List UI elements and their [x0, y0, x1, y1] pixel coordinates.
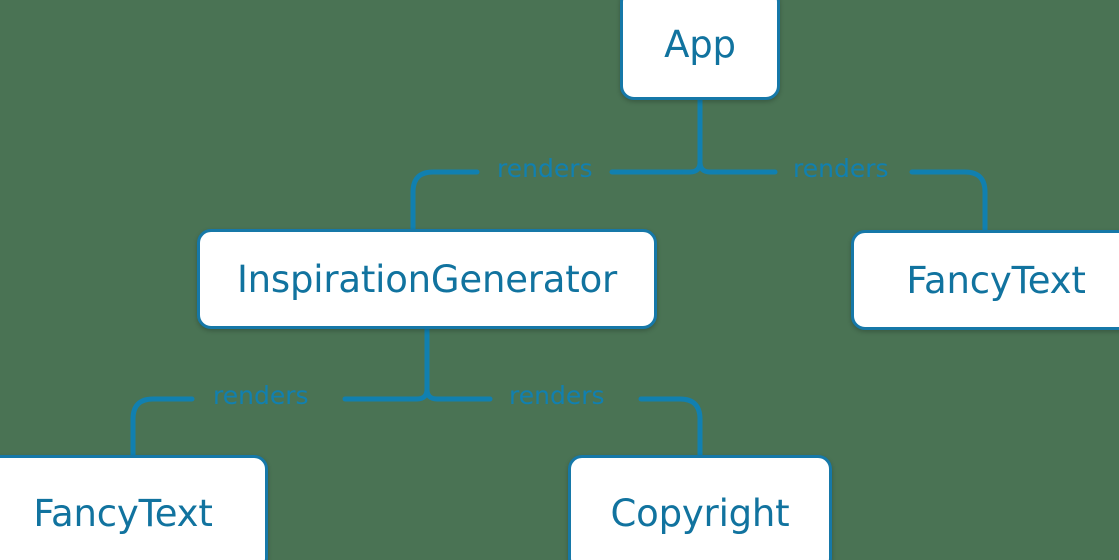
edge-label-app-inspiration-generator: renders	[497, 154, 593, 183]
edge-ig-fancy-left-split	[404, 386, 430, 402]
node-copyright-label: Copyright	[610, 492, 790, 535]
edge-app-fancy-right-split	[697, 159, 723, 175]
node-fancy-text-left-label: FancyText	[33, 492, 213, 535]
edge-app-fancy-run-b	[909, 169, 988, 233]
node-fancy-text-right[interactable]: FancyText	[851, 230, 1119, 330]
edge-app-inspgen-run-b	[410, 169, 480, 232]
edge-ig-copyright-split	[424, 386, 450, 402]
node-fancy-text-right-label: FancyText	[906, 258, 1086, 302]
node-fancy-text-left[interactable]: FancyText	[0, 455, 268, 560]
node-inspiration-generator[interactable]: InspirationGenerator	[197, 229, 657, 329]
node-inspiration-generator-label: InspirationGenerator	[236, 257, 618, 301]
edge-app-inspgen-left-split	[677, 159, 703, 175]
edge-ig-copyright-run-b	[638, 396, 703, 458]
edge-ig-fancy-run-b	[130, 396, 195, 458]
node-app-label: App	[664, 22, 736, 66]
edge-label-inspiration-generator-copyright: renders	[509, 381, 605, 410]
edge-label-inspiration-generator-fancy-text: renders	[213, 381, 309, 410]
node-copyright[interactable]: Copyright	[568, 455, 832, 560]
node-app[interactable]: App	[620, 0, 780, 100]
edge-label-app-fancy-text: renders	[793, 154, 889, 183]
